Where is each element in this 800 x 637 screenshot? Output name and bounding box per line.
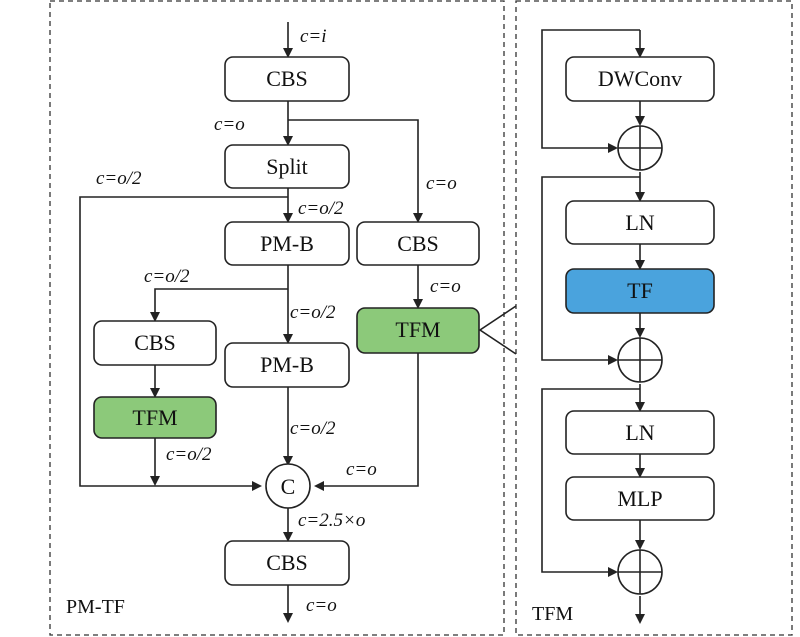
ln-1-label: LN [625, 210, 654, 235]
split-node: Split [224, 144, 350, 189]
edge-label-pmb-to-concat: c=o/2 [290, 418, 336, 439]
edge-label-split-to-pmb: c=o/2 [298, 198, 344, 219]
edge-tfm-right-to-concat [314, 353, 419, 491]
ln-1-node: LN [565, 200, 715, 245]
cbs-top-node: CBS [224, 56, 350, 102]
residual-3 [541, 388, 640, 577]
edge-pmb-to-left-cbs [150, 288, 288, 322]
edge-label-tfm-left-out: c=o/2 [166, 444, 212, 465]
pm-tf-panel-frame [49, 0, 505, 636]
cbs-bottom-node: CBS [224, 540, 350, 586]
edge-label-output: c=o [306, 595, 337, 616]
tfm-panel-frame [515, 0, 793, 636]
edge-label-after-cbs: c=o [214, 114, 245, 135]
pmb-1-label: PM-B [260, 231, 314, 256]
tfm-right-label: TFM [395, 317, 440, 342]
tfm-edges [541, 29, 645, 624]
concat-label: C [281, 474, 296, 499]
edge-to-right-cbs [288, 119, 423, 223]
mlp-node: MLP [565, 476, 715, 521]
pmb-2-node: PM-B [224, 342, 350, 388]
ln-2-node: LN [565, 410, 715, 455]
cbs-bottom-label: CBS [266, 550, 308, 575]
cbs-left-label: CBS [134, 330, 176, 355]
tfm-panel-title: TFM [532, 603, 573, 625]
tf-label: TF [627, 278, 653, 303]
edge-label-concat-out: c=2.5×o [298, 510, 365, 531]
cbs-left-node: CBS [93, 320, 217, 366]
edge-label-cbs-to-tfm: c=o [430, 276, 461, 297]
tfm-left-node: TFM [93, 396, 217, 439]
dwconv-node: DWConv [565, 56, 715, 102]
pmb-2-label: PM-B [260, 352, 314, 377]
residual-1 [541, 29, 640, 153]
pm-tf-edges [79, 22, 517, 623]
residual-2 [541, 176, 640, 365]
add-node-2 [617, 337, 663, 383]
concat-node: C [265, 463, 311, 509]
edge-label-input: c=i [300, 26, 327, 47]
mlp-label: MLP [617, 486, 662, 511]
ln-2-label: LN [625, 420, 654, 445]
tf-node: TF [565, 268, 715, 314]
tfm-left-label: TFM [132, 405, 177, 430]
tfm-zoom-connector [478, 305, 517, 355]
dwconv-label: DWConv [598, 66, 682, 91]
cbs-top-label: CBS [266, 66, 308, 91]
cbs-right-label: CBS [397, 231, 439, 256]
edge-split-bypass-to-concat [79, 196, 288, 491]
pmb-1-node: PM-B [224, 221, 350, 266]
pm-tf-panel-title: PM-TF [66, 596, 125, 618]
add-node-1 [617, 125, 663, 171]
edge-label-pmb-to-left: c=o/2 [144, 266, 190, 287]
split-label: Split [266, 154, 308, 179]
add-node-3 [617, 549, 663, 595]
edge-label-right-branch: c=o [426, 173, 457, 194]
tfm-right-node: TFM [356, 307, 480, 354]
edge-label-split-left: c=o/2 [96, 168, 142, 189]
cbs-right-node: CBS [356, 221, 480, 266]
pm-tf-edge-labels: c=i c=o c=o/2 c=o c=o/2 c=o/2 c=o c=o/2 … [96, 26, 461, 616]
edge-label-pmb-to-pmb: c=o/2 [290, 302, 336, 323]
edge-label-tfm-to-concat: c=o [346, 459, 377, 480]
